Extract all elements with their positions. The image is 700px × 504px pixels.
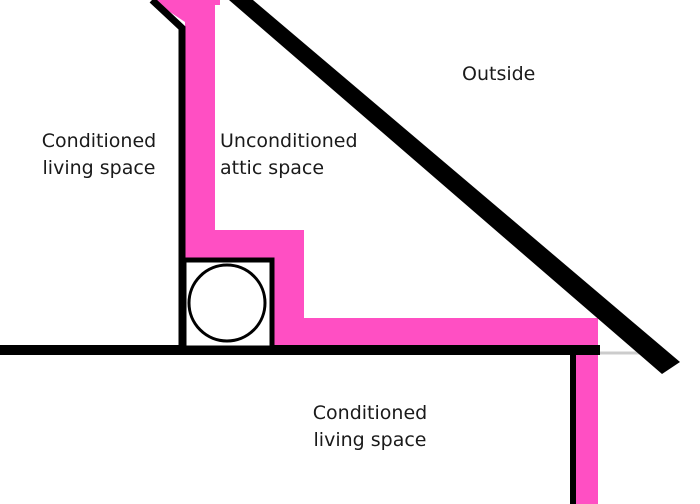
roof-rafter [229, 0, 680, 374]
label-attic-line2: attic space [220, 157, 325, 179]
label-conditioned-upper-line1: Conditioned [41, 130, 157, 152]
label-conditioned-lower-line2: living space [313, 429, 427, 451]
knee-wall [149, 0, 186, 350]
label-conditioned-upper: Conditioned living space [34, 128, 164, 182]
insulation-barrier [152, 0, 598, 504]
duct-circle [187, 263, 267, 343]
label-outside-text: Outside [462, 63, 536, 85]
ceiling-floor-line [0, 345, 600, 355]
label-conditioned-lower: Conditioned living space [300, 400, 440, 454]
label-unconditioned-attic: Unconditioned attic space [220, 128, 370, 182]
label-outside: Outside [462, 61, 547, 88]
label-conditioned-lower-line1: Conditioned [312, 402, 428, 424]
label-conditioned-upper-line2: living space [42, 157, 156, 179]
exterior-wall [570, 345, 576, 504]
label-attic-line1: Unconditioned [220, 130, 358, 152]
